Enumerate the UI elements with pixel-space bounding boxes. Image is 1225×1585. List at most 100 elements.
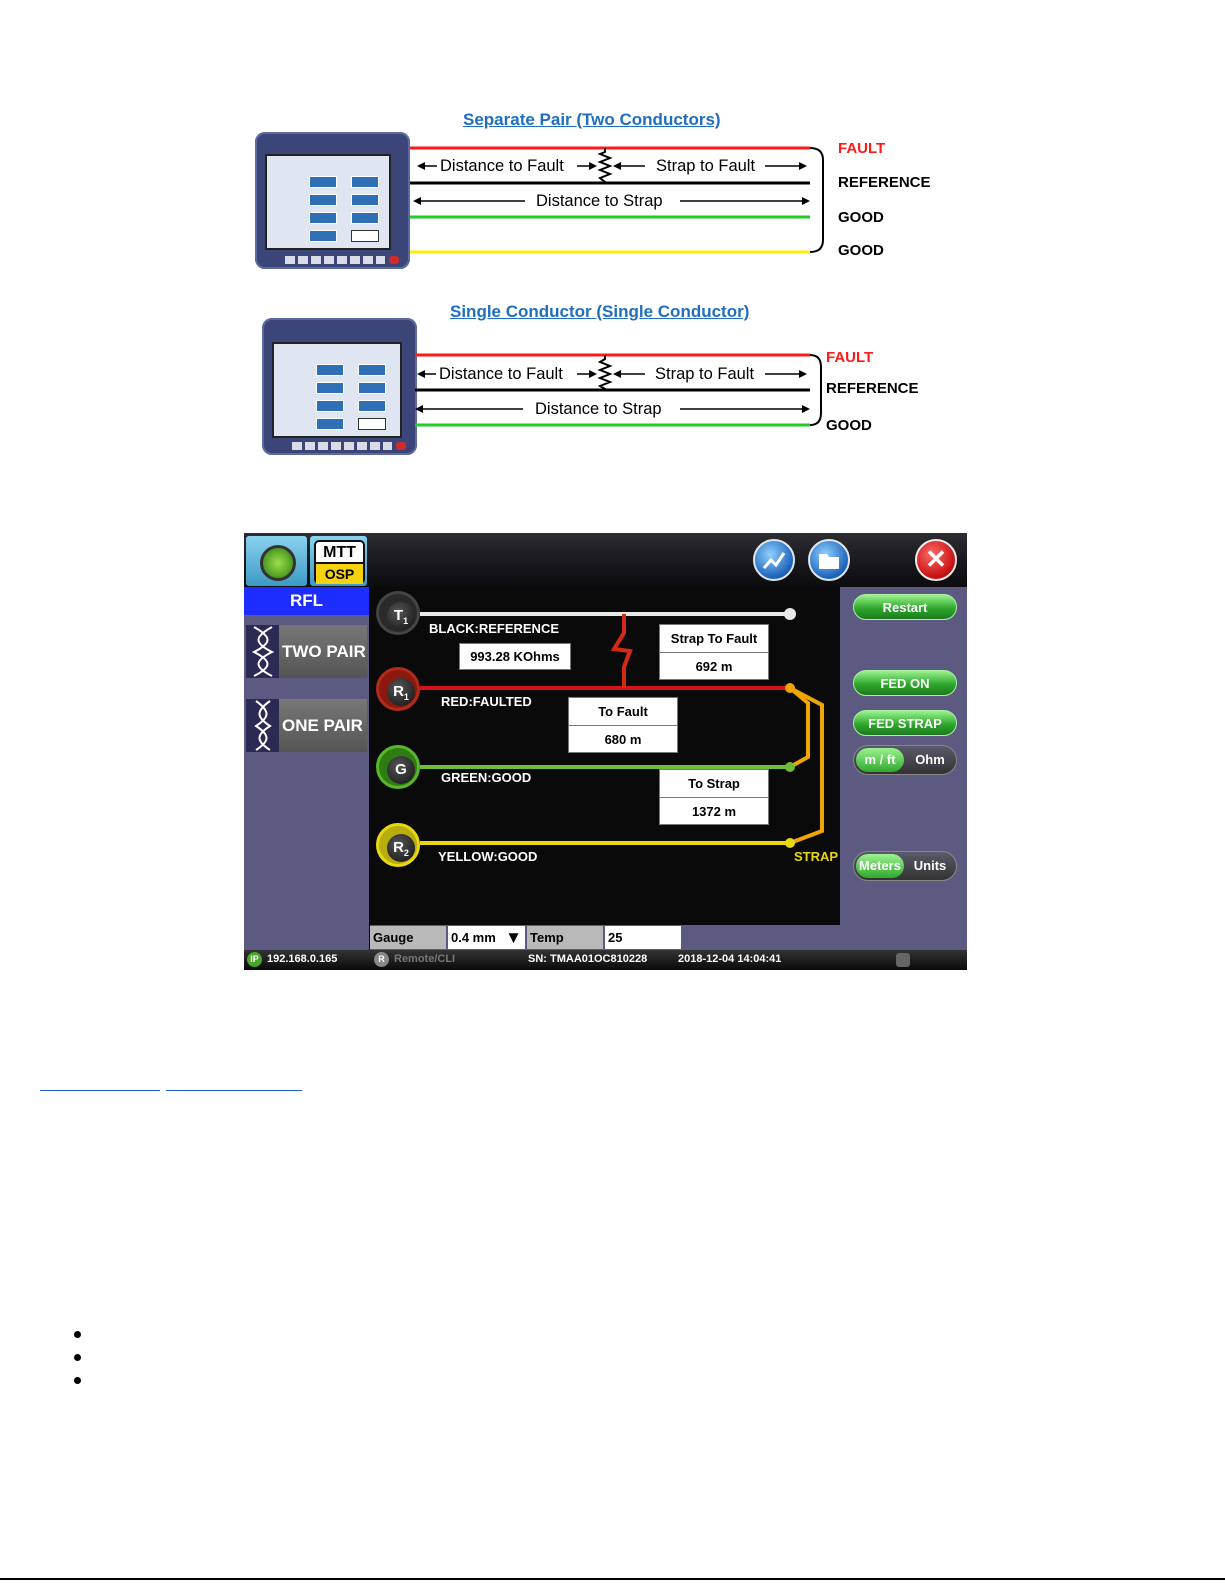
ip-address: 192.168.0.165: [267, 953, 338, 965]
r2-node: R2: [376, 823, 420, 867]
diagram-title-single-conductor: Single Conductor (Single Conductor): [450, 302, 750, 321]
red-faulted-label: RED:FAULTED: [441, 694, 532, 709]
remote-badge-icon: R: [374, 952, 389, 967]
home-icon: [260, 545, 296, 581]
fault-bolt: [610, 614, 633, 688]
meters-option[interactable]: Meters: [856, 854, 904, 878]
fed-on-button[interactable]: FED ON: [853, 670, 957, 696]
page-divider: [0, 1578, 1225, 1580]
arrow-right-icon: [589, 370, 597, 378]
folder-icon[interactable]: [808, 539, 850, 581]
mtt-osp-button[interactable]: MTT OSP: [310, 536, 367, 586]
strap-wire: [789, 686, 824, 845]
to-strap-box: To Strap 1372 m: [659, 769, 769, 825]
rfl-title: RFL: [244, 587, 369, 615]
arrow-right-icon: [589, 162, 597, 170]
strap-to-fault-label: Strap to Fault: [653, 157, 759, 175]
arrow-left-icon: [613, 370, 621, 378]
close-icon[interactable]: ✕: [915, 539, 957, 581]
arrow-left-icon: [415, 405, 423, 413]
two-pair-button[interactable]: TWO PAIR: [246, 625, 367, 678]
distance-to-fault-label: Distance to Fault: [436, 365, 566, 383]
to-strap-value: 1372 m: [660, 797, 768, 825]
reference-label: REFERENCE: [838, 174, 931, 191]
to-strap-label: To Strap: [688, 776, 740, 791]
strap-wire: [788, 686, 810, 769]
twisted-pair-icon: [246, 699, 279, 752]
link[interactable]: [166, 1078, 302, 1091]
arrow-left-icon: [413, 197, 421, 205]
distance-to-strap-label: Distance to Strap: [533, 192, 666, 210]
osp-label: OSP: [316, 562, 363, 584]
yellow-good-label: YELLOW:GOOD: [438, 849, 538, 864]
restart-button[interactable]: Restart: [853, 594, 957, 620]
to-fault-box: To Fault 680 m: [568, 697, 678, 753]
g-node: G: [376, 745, 420, 789]
one-pair-label: ONE PAIR: [282, 716, 363, 735]
one-pair-button[interactable]: ONE PAIR: [246, 699, 367, 752]
arrow-right-icon: [802, 197, 810, 205]
fault-label: FAULT: [838, 140, 886, 157]
good-label-2: GOOD: [838, 242, 884, 259]
arrow-right-icon: [799, 370, 807, 378]
units-option[interactable]: Units: [913, 858, 947, 873]
t1-node: T1: [376, 591, 420, 635]
arrow-left-icon: [417, 162, 425, 170]
arrow-left-icon: [613, 162, 621, 170]
reference-label: REFERENCE: [826, 380, 919, 397]
distance-to-fault-label: Distance to Fault: [437, 157, 567, 175]
to-fault-label: To Fault: [598, 704, 648, 719]
serial-number: SN: TMAA01OC810228: [528, 953, 648, 965]
strap-label: STRAP: [794, 849, 839, 864]
fed-strap-button[interactable]: FED STRAP: [853, 710, 957, 736]
rfl-wire-diagram: [420, 608, 824, 848]
gauge-label: Gauge: [370, 926, 446, 949]
strap-bracket: [809, 147, 824, 253]
diagram-title-separate-pair: Separate Pair (Two Conductors): [463, 110, 721, 129]
link[interactable]: [40, 1078, 160, 1091]
temp-input[interactable]: 25: [605, 926, 681, 949]
gauge-select[interactable]: 0.4 mm ▼: [448, 926, 525, 949]
good-label: GOOD: [838, 209, 884, 226]
ohm-option[interactable]: Ohm: [915, 752, 945, 767]
tester-device-image: [255, 132, 410, 269]
gauge-value: 0.4 mm: [451, 930, 496, 945]
twisted-pair-icon: [246, 625, 279, 678]
strap-to-fault-value: 692 m: [660, 652, 768, 680]
list-bullet: [74, 1354, 81, 1361]
date-time: 2018-12-04 14:04:41: [678, 953, 782, 965]
fault-resistor-symbol: [597, 355, 613, 390]
strap-to-fault-box: Strap To Fault 692 m: [659, 624, 769, 680]
remote-cli-status: Remote/CLI: [394, 953, 456, 965]
fault-resistor-symbol: [597, 148, 613, 183]
to-fault-value: 680 m: [569, 725, 677, 753]
arrow-left-icon: [417, 370, 425, 378]
arrow-right-icon: [802, 405, 810, 413]
m-ft-option[interactable]: m / ft: [856, 748, 904, 772]
dropdown-arrow-icon: ▼: [505, 928, 522, 947]
good-label: GOOD: [826, 417, 872, 434]
strap-to-fault-label: Strap to Fault: [652, 365, 758, 383]
graph-icon[interactable]: [753, 539, 795, 581]
diagram2-wires: [415, 353, 822, 427]
network-icon: [896, 953, 910, 967]
fault-label: FAULT: [826, 349, 874, 366]
home-button[interactable]: [246, 536, 307, 586]
green-good-label: GREEN:GOOD: [441, 770, 532, 785]
temp-label: Temp: [527, 926, 603, 949]
arrow-right-icon: [799, 162, 807, 170]
ip-badge-icon: IP: [247, 952, 262, 967]
distance-mode-toggle[interactable]: m / ft Ohm: [853, 745, 957, 775]
two-pair-label: TWO PAIR: [282, 642, 366, 661]
r1-node: R1: [376, 667, 420, 711]
mtt-label: MTT: [316, 542, 363, 562]
units-toggle[interactable]: Meters Units: [853, 851, 957, 881]
diagram1-wires: [410, 146, 824, 254]
strap-bracket: [809, 354, 822, 426]
black-reference-label: BLACK:REFERENCE: [429, 621, 559, 636]
list-bullet: [74, 1331, 81, 1338]
list-bullet: [74, 1377, 81, 1384]
resistance-value: 993.28 KOhms: [459, 643, 571, 670]
status-bar: IP 192.168.0.165 R Remote/CLI SN: TMAA01…: [244, 950, 967, 970]
tester-device-image: [262, 318, 417, 455]
